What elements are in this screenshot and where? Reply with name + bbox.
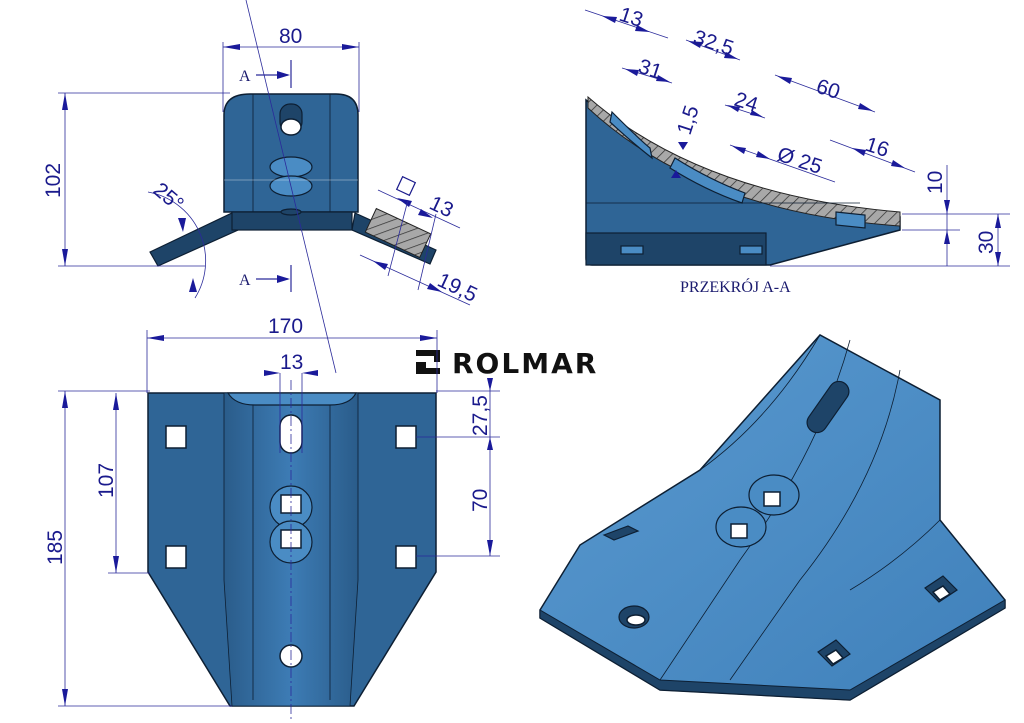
dim-10: 10 (924, 171, 947, 194)
dim-60: 60 (813, 75, 842, 104)
logo-text: ROLMAR (452, 347, 598, 380)
iso-square-hole-1 (602, 525, 640, 541)
dim-diameter-25: Ø 25 (774, 143, 824, 179)
dim-32-5: 32,5 (690, 26, 736, 61)
section-marker-top: A (239, 68, 251, 85)
isometric-view (539, 334, 1006, 701)
rolmar-logo: ROLMAR (416, 347, 598, 380)
square-hole-2 (165, 545, 187, 569)
section-title: PRZEKRÓJ A-A (680, 277, 791, 296)
dim-30: 30 (975, 231, 998, 254)
square-hole-4 (395, 545, 417, 569)
section-hatch-strip (587, 95, 901, 227)
dim-width-170: 170 (268, 315, 303, 338)
section-lower-plate (585, 232, 767, 266)
dim-slot-13: 13 (280, 351, 303, 374)
section-marker-bottom: A (239, 272, 251, 289)
dim-107: 107 (95, 463, 118, 498)
section-hatch (364, 207, 432, 259)
top-view: 170 13 185 107 27,5 70 (44, 0, 500, 720)
countersunk-hole-1 (269, 156, 313, 178)
dim-27-5: 27,5 (469, 395, 492, 436)
iso-slot-hole (806, 380, 850, 434)
square-symbol-icon (395, 175, 417, 197)
dim-16: 16 (862, 133, 891, 162)
dim-angle-25: 25° (149, 178, 188, 216)
dim-24: 24 (731, 88, 761, 117)
rolmar-logo-icon (416, 350, 440, 374)
dim-thickness-19-5: 19,5 (434, 269, 481, 307)
square-hole-1 (165, 425, 187, 449)
dim-70: 70 (469, 489, 492, 512)
front-view: 80 A A 102 25° 13 19,5 (42, 25, 481, 307)
front-body (223, 93, 359, 213)
dim-height-185: 185 (44, 530, 67, 565)
section-view: 13 31 32,5 1,5 24 60 Ø 25 16 (584, 3, 1010, 296)
left-wing (149, 212, 239, 267)
dim-1-5: 1,5 (673, 103, 704, 138)
dim-width-80: 80 (279, 25, 302, 48)
dim-height-102: 102 (42, 163, 65, 198)
dim-square-13: 13 (426, 192, 457, 223)
square-hole-3 (395, 425, 417, 449)
